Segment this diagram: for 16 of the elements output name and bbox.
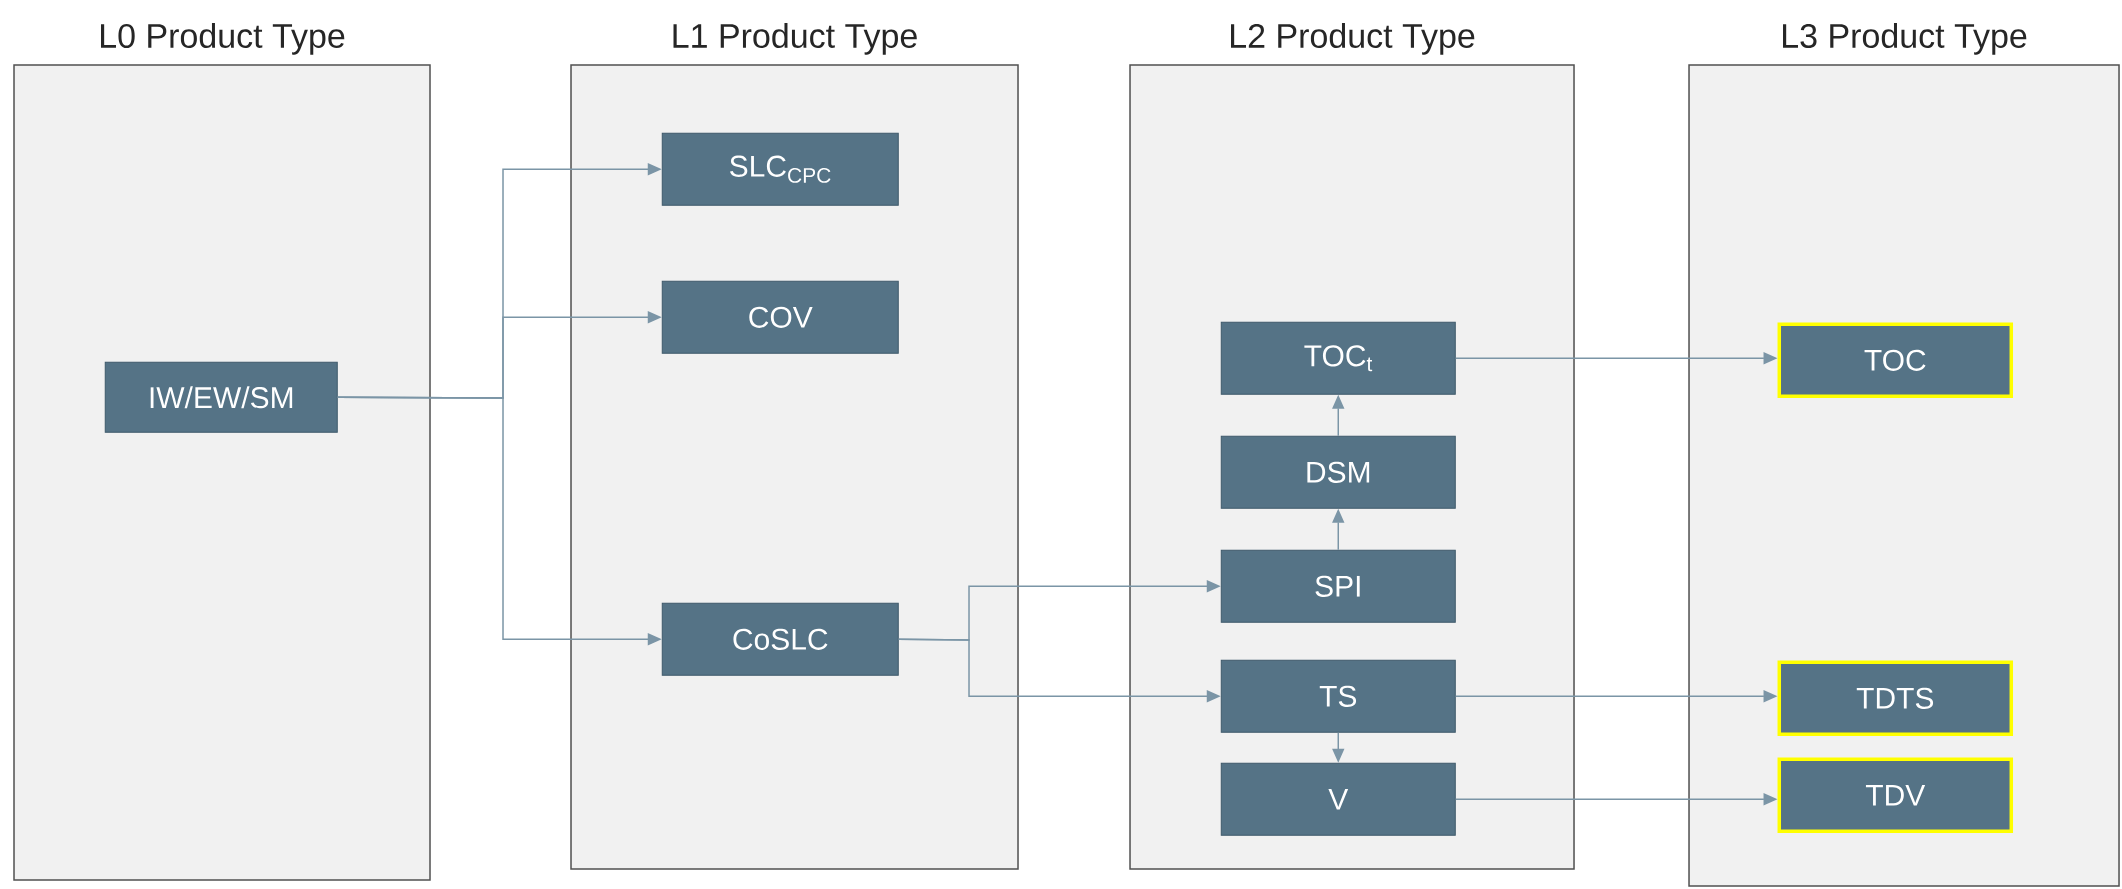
process-box: TOC xyxy=(1777,322,2014,398)
process-box: TDTS xyxy=(1777,660,2014,736)
process-box: TOC$_{t}$ xyxy=(1220,321,1456,395)
process-box: TDV xyxy=(1777,757,2014,833)
process-box: IW/EW/SM xyxy=(104,361,338,433)
process-box: CoSLC xyxy=(661,602,899,676)
process-box: TS xyxy=(1220,659,1456,733)
process-box: DSM xyxy=(1220,435,1456,509)
node-label: L1 Product Type xyxy=(673,23,917,55)
node-label: L0 Product Type xyxy=(101,23,345,55)
process-box: SPI xyxy=(1220,549,1456,623)
node-label: L3 Product Type xyxy=(1783,23,2027,55)
node-label: L2 Product Type xyxy=(1231,23,1475,55)
process-box: V xyxy=(1220,762,1456,836)
process-box: SLC$_{CPC}$ xyxy=(661,132,899,206)
process-box: COV xyxy=(661,280,899,354)
